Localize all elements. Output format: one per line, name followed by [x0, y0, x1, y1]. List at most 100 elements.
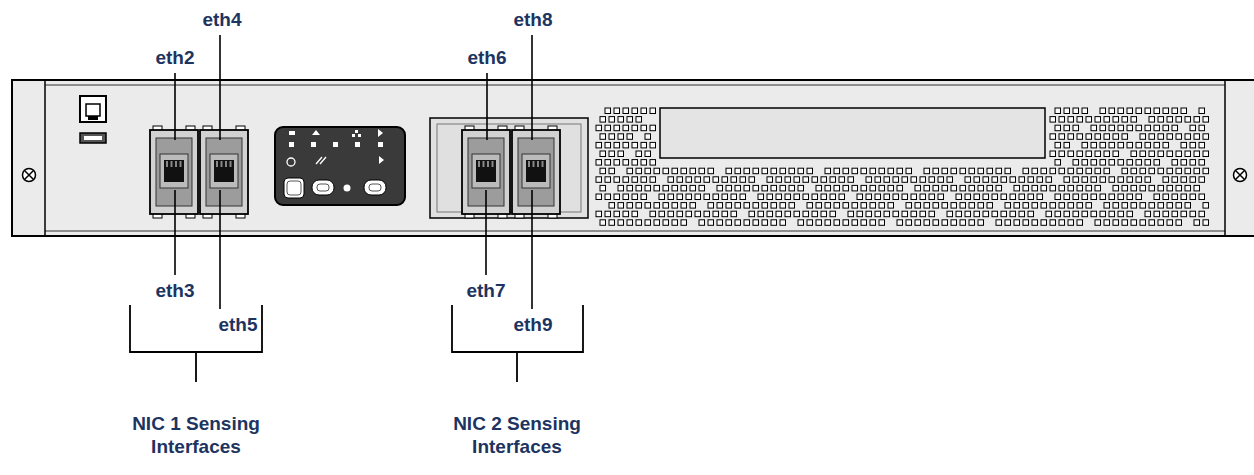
vent-hole — [1091, 211, 1097, 217]
vent-hole — [996, 168, 1002, 174]
vent-hole — [1010, 211, 1016, 217]
vent-hole — [875, 211, 881, 217]
vent-hole — [600, 134, 606, 140]
vent-hole — [978, 203, 984, 209]
vent-hole — [1131, 151, 1137, 157]
vent-hole — [852, 185, 858, 191]
vent-hole — [1050, 117, 1056, 123]
vent-hole — [866, 211, 872, 217]
vent-hole — [1199, 125, 1205, 131]
vent-hole — [771, 185, 777, 191]
vent-hole — [929, 194, 935, 200]
port-label: eth9 — [513, 313, 552, 336]
vent-hole — [785, 177, 791, 183]
vent-hole — [1068, 185, 1074, 191]
vent-hole — [605, 125, 611, 131]
vent-hole — [965, 177, 971, 183]
vent-hole — [1136, 160, 1142, 166]
vent-hole — [600, 151, 606, 157]
vent-hole — [1095, 185, 1101, 191]
vent-hole — [938, 194, 944, 200]
vent-hole — [1118, 194, 1124, 200]
vent-hole — [731, 194, 737, 200]
vent-hole — [717, 203, 723, 209]
vent-hole — [686, 177, 692, 183]
vent-hole — [636, 117, 642, 123]
vent-hole — [627, 220, 633, 226]
vent-hole — [951, 220, 957, 226]
vent-hole — [852, 168, 858, 174]
vent-hole — [749, 211, 755, 217]
vent-hole — [641, 177, 647, 183]
vent-hole — [843, 168, 849, 174]
vent-hole — [780, 168, 786, 174]
vent-hole — [627, 117, 633, 123]
vent-hole — [609, 117, 615, 123]
vent-hole — [1199, 211, 1205, 217]
ear-divider — [1224, 80, 1226, 236]
vent-hole — [1149, 203, 1155, 209]
vent-hole — [1109, 108, 1115, 114]
vent-hole — [1167, 220, 1173, 226]
vent-hole — [650, 108, 656, 114]
vent-hole — [1113, 151, 1119, 157]
vent-hole — [1109, 160, 1115, 166]
vent-hole — [861, 220, 867, 226]
vent-hole — [632, 142, 638, 148]
vent-hole — [731, 211, 737, 217]
vent-hole — [1203, 151, 1209, 157]
vent-hole — [794, 177, 800, 183]
vent-hole — [627, 168, 633, 174]
bracket — [130, 305, 262, 382]
leader-line — [531, 190, 533, 309]
vent-hole — [1118, 108, 1124, 114]
vent-hole — [1181, 177, 1187, 183]
vent-hole — [726, 185, 732, 191]
vent-hole — [879, 220, 885, 226]
vent-hole — [1073, 160, 1079, 166]
vent-hole — [1167, 168, 1173, 174]
vent-hole — [677, 177, 683, 183]
vent-hole — [1172, 194, 1178, 200]
vent-hole — [668, 211, 674, 217]
vent-hole — [596, 142, 602, 148]
chassis-panel — [12, 80, 1254, 236]
vent-hole — [1172, 108, 1178, 114]
vent-hole — [1131, 220, 1137, 226]
vent-hole — [1064, 142, 1070, 148]
vent-hole — [1181, 142, 1187, 148]
vent-hole — [1059, 151, 1065, 157]
port-label: eth2 — [155, 46, 194, 69]
vent-hole — [1010, 177, 1016, 183]
vent-hole — [623, 125, 629, 131]
vent-hole — [654, 203, 660, 209]
vent-hole — [1149, 168, 1155, 174]
vent-hole — [942, 203, 948, 209]
vent-hole — [762, 203, 768, 209]
vent-hole — [1055, 142, 1061, 148]
vent-hole — [690, 185, 696, 191]
vent-hole — [713, 211, 719, 217]
vent-hole — [722, 194, 728, 200]
vent-hole — [1140, 185, 1146, 191]
vent-hole — [888, 203, 894, 209]
vent-hole — [1019, 177, 1025, 183]
vent-hole — [1140, 151, 1146, 157]
vent-hole — [600, 220, 606, 226]
vent-hole — [699, 168, 705, 174]
vent-hole — [803, 211, 809, 217]
vent-hole — [1050, 168, 1056, 174]
vent-hole — [1158, 151, 1164, 157]
vent-hole — [1158, 220, 1164, 226]
vent-hole — [735, 203, 741, 209]
vent-hole — [1190, 160, 1196, 166]
vent-hole — [1176, 117, 1182, 123]
vent-hole — [1086, 117, 1092, 123]
vent-hole — [735, 168, 741, 174]
vent-hole — [668, 194, 674, 200]
leader-line — [219, 35, 221, 140]
vent-hole — [1100, 194, 1106, 200]
vent-hole — [821, 177, 827, 183]
leader-lines — [175, 35, 532, 309]
